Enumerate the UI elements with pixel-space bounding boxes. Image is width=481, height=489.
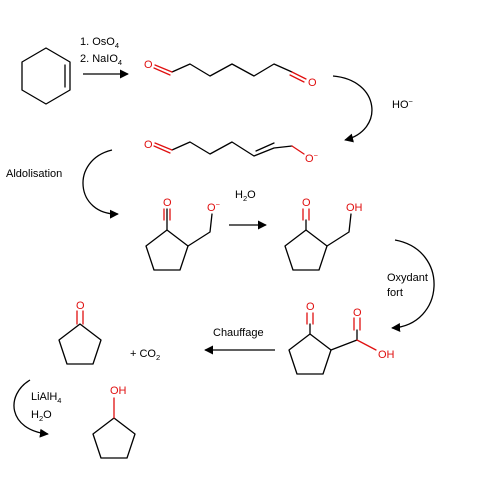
aldol-label: Aldolisation bbox=[6, 168, 62, 180]
curved-arrow-base bbox=[332, 75, 373, 143]
enolate-oxygen-right: O− bbox=[305, 151, 319, 165]
cyclopentanone-oxygen: O bbox=[76, 300, 85, 312]
hydroxyketone-structure: O OH bbox=[284, 197, 363, 271]
aldehyde-oxygen-left: O bbox=[144, 59, 153, 71]
curved-arrow-oxidation bbox=[391, 239, 435, 333]
byproduct-label: + CO2 bbox=[130, 348, 160, 362]
curved-arrow-aldol bbox=[82, 149, 119, 219]
reagents-ozonolysis: 1. OsO4 2. NaIO4 bbox=[80, 36, 122, 67]
reduction-label-line2: H2O bbox=[31, 409, 52, 423]
reduction-label-line1: LiAlH4 bbox=[31, 391, 61, 405]
enolate-structure: O O− bbox=[144, 139, 319, 165]
hydroxyketone-oh: OH bbox=[346, 202, 363, 214]
hydroxyketone-ketone-oxygen: O bbox=[302, 197, 311, 209]
alkoxide-structure: O O− bbox=[145, 197, 221, 271]
cyclopentanone-structure: O bbox=[58, 300, 102, 365]
oxidant-label-line2: fort bbox=[387, 287, 403, 299]
ketoacid-ketone-oxygen: O bbox=[306, 301, 315, 313]
enolate-oxygen-left: O bbox=[144, 139, 153, 151]
water-label: H2O bbox=[235, 189, 256, 203]
base-label: HO− bbox=[392, 97, 414, 111]
aldehyde-oxygen-right: O bbox=[308, 77, 317, 89]
ketoacid-structure: O O OH bbox=[288, 301, 395, 375]
cyclopentanol-structure: OH bbox=[92, 385, 136, 459]
ketoacid-acid-oxygen: O bbox=[353, 307, 362, 319]
alkoxide-ketone-oxygen: O bbox=[163, 197, 172, 209]
curved-arrow-reduction bbox=[13, 379, 49, 438]
cyclopentanol-oh: OH bbox=[110, 385, 127, 397]
cyclohexene-structure bbox=[21, 47, 71, 105]
heat-label: Chauffage bbox=[213, 327, 264, 339]
oxidant-label-line1: Oxydant bbox=[387, 272, 428, 284]
ketoacid-oh: OH bbox=[378, 349, 395, 361]
hexanedial-structure: O O bbox=[144, 59, 317, 89]
reagent-naio4: 2. NaIO4 bbox=[80, 53, 122, 67]
alkoxide-oxygen: O− bbox=[207, 200, 221, 214]
reagent-oso4: 1. OsO4 bbox=[80, 36, 119, 50]
